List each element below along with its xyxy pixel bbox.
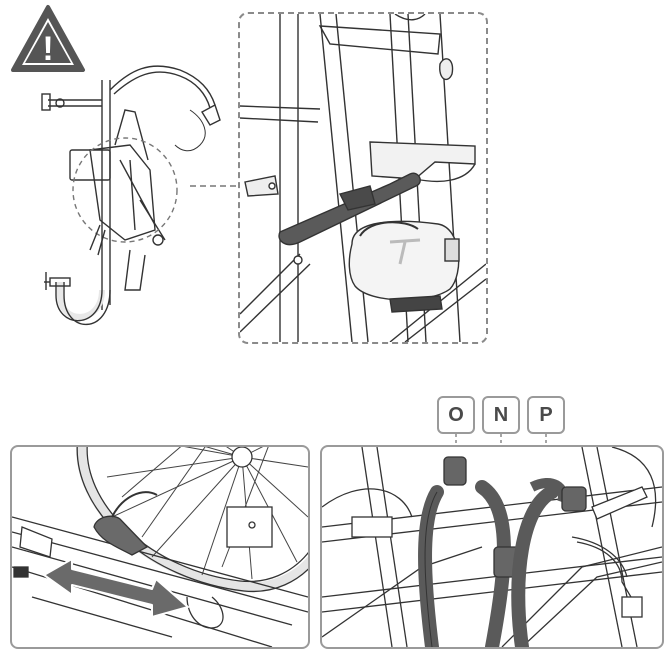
warning-glyph: !: [42, 30, 53, 68]
warning-sign: !: [10, 4, 86, 74]
folded-wheelchair-illustration: [30, 50, 240, 340]
warning-triangle-icon: !: [11, 5, 85, 72]
straps-panel: [320, 445, 664, 649]
label-o: O: [437, 396, 475, 434]
slide-double-arrow-icon: [43, 558, 189, 618]
label-n: N: [482, 396, 520, 434]
label-p: P: [527, 396, 565, 434]
wheel-cradle-panel: [10, 445, 310, 649]
strap-detail-inset: [238, 12, 488, 344]
